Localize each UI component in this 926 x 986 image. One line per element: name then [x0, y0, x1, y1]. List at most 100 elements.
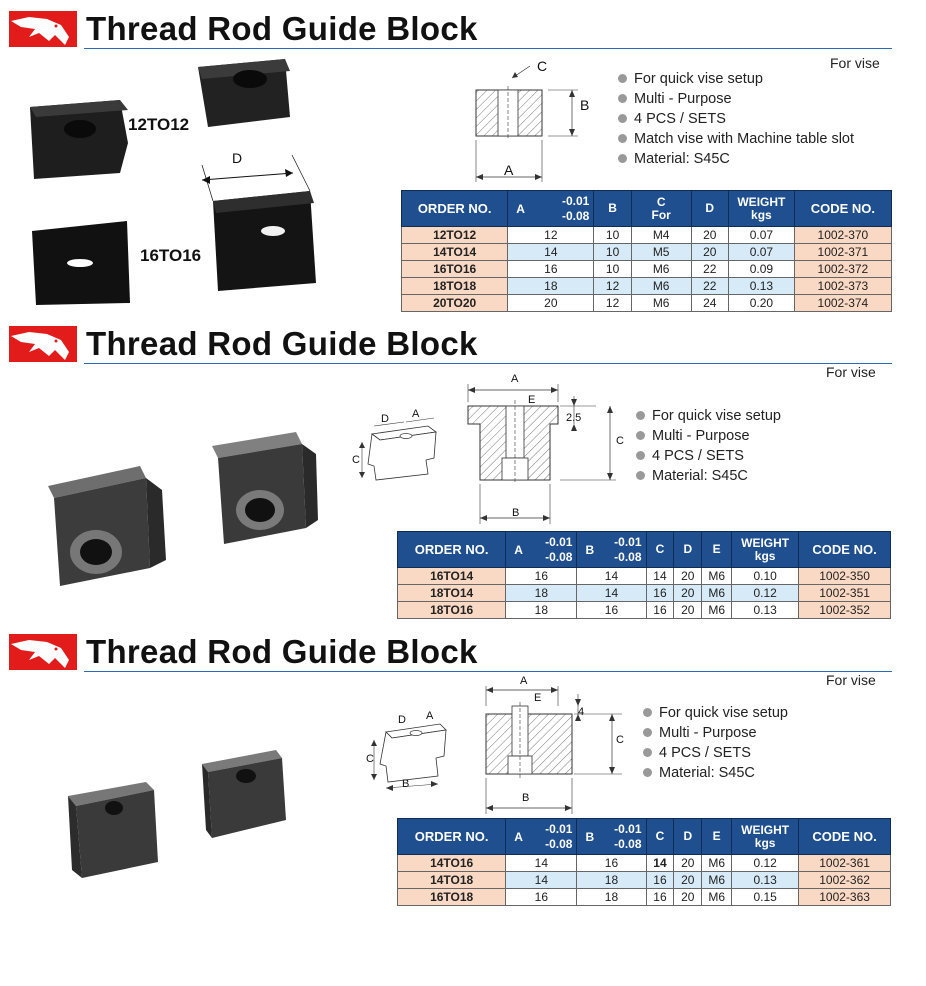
photo-label-12to12: 12TO12 — [128, 115, 190, 134]
feature-item: Match vise with Machine table slot — [618, 129, 854, 149]
col-code-no: CODE NO. — [798, 531, 891, 568]
bullet-icon — [643, 748, 652, 757]
dim-label: B — [402, 778, 410, 790]
feature-item: 4 PCS / SETS — [636, 446, 781, 466]
bullet-icon — [636, 431, 645, 440]
title-rule — [84, 363, 892, 364]
col-b: B — [593, 190, 632, 227]
dim-label: C — [352, 454, 360, 466]
dim-label: B — [522, 792, 530, 804]
dimension-drawing-3b — [485, 686, 622, 814]
feature-list: For quick vise setup Multi - Purpose 4 P… — [618, 69, 854, 169]
col-e: E — [701, 531, 733, 568]
feature-item: 4 PCS / SETS — [618, 109, 854, 129]
eagle-logo-icon — [9, 634, 77, 670]
spec-table-2: ORDER NO. A-0.01-0.08 B-0.01-0.08 C D E … — [396, 531, 891, 619]
product-photo-3 — [68, 750, 286, 878]
dim-label: A — [412, 408, 420, 420]
page-title: Thread Rod Guide Block — [86, 10, 478, 47]
for-vise-note: For vise — [830, 55, 880, 71]
spec-table-3: ORDER NO. A-0.01-0.08 B-0.01-0.08 C D E … — [396, 818, 891, 906]
col-b: B-0.01-0.08 — [576, 531, 647, 568]
bullet-icon — [618, 74, 627, 83]
col-d: D — [673, 818, 703, 855]
bullet-icon — [636, 471, 645, 480]
dim-label: C — [616, 435, 624, 447]
dim-label: 2.5 — [566, 412, 582, 424]
eagle-logo-icon — [9, 326, 77, 362]
col-b: B-0.01-0.08 — [576, 818, 647, 855]
section-1: Thread Rod Guide Block For vise 12TO12 1… — [0, 0, 926, 318]
feature-item: 4 PCS / SETS — [643, 743, 788, 763]
dimension-drawing-1 — [475, 65, 578, 182]
feature-list: For quick vise setup Multi - Purpose 4 P… — [636, 406, 781, 486]
col-a: A-0.01-0.08 — [505, 531, 578, 568]
bullet-icon — [636, 411, 645, 420]
feature-item: Material: S45C — [643, 763, 788, 783]
dim-label: E — [528, 394, 536, 406]
bullet-icon — [643, 728, 652, 737]
for-vise-note: For vise — [826, 672, 876, 688]
col-order-no: ORDER NO. — [396, 818, 507, 855]
dim-label: A — [520, 675, 528, 687]
dim-label: D — [381, 413, 389, 425]
feature-item: For quick vise setup — [643, 703, 788, 723]
feature-item: Multi - Purpose — [618, 89, 854, 109]
dim-label: A — [511, 373, 519, 385]
dimension-drawing-3a — [371, 723, 447, 791]
dimension-drawing-2a — [359, 417, 438, 481]
bullet-icon — [618, 114, 627, 123]
bullet-icon — [618, 154, 627, 163]
col-d: D — [673, 531, 703, 568]
feature-item: Multi - Purpose — [636, 426, 781, 446]
dimension-drawing-2b — [467, 384, 616, 524]
section-title: Thread Rod Guide Block — [86, 325, 478, 362]
feature-item: For quick vise setup — [618, 69, 854, 89]
photo-label-16to16: 16TO16 — [140, 246, 202, 265]
col-c: C — [645, 531, 675, 568]
bullet-icon — [618, 94, 627, 103]
product-photo-2 — [48, 432, 318, 586]
feature-item: Multi - Purpose — [643, 723, 788, 743]
dim-label-a: A — [504, 162, 514, 178]
dim-label: A — [426, 710, 434, 722]
section-title: Thread Rod Guide Block — [86, 633, 478, 670]
bullet-icon — [636, 451, 645, 460]
bullet-icon — [643, 708, 652, 717]
dim-label-b: B — [580, 97, 590, 113]
eagle-logo-icon — [9, 11, 77, 47]
for-vise-note: For vise — [826, 364, 876, 380]
col-e: E — [701, 818, 733, 855]
dim-label: E — [534, 692, 542, 704]
dim-label: B — [512, 507, 520, 519]
feature-list: For quick vise setup Multi - Purpose 4 P… — [643, 703, 788, 783]
bullet-icon — [643, 768, 652, 777]
dim-label: C — [616, 734, 624, 746]
col-d: D — [690, 190, 729, 227]
title-rule — [84, 48, 892, 49]
dim-label: 4 — [578, 706, 585, 718]
section-2: Thread Rod Guide Block For vise D A C — [0, 318, 926, 626]
dim-label: D — [398, 714, 406, 726]
bullet-icon — [618, 134, 627, 143]
col-a: A-0.01-0.08 — [507, 190, 595, 227]
col-order-no: ORDER NO. — [396, 531, 507, 568]
title-rule — [84, 671, 892, 672]
col-a: A-0.01-0.08 — [505, 818, 578, 855]
col-code-no: CODE NO. — [793, 190, 893, 227]
section-3: Thread Rod Guide Block For vise D A C B — [0, 626, 926, 912]
dim-label: C — [366, 753, 374, 765]
feature-item: For quick vise setup — [636, 406, 781, 426]
